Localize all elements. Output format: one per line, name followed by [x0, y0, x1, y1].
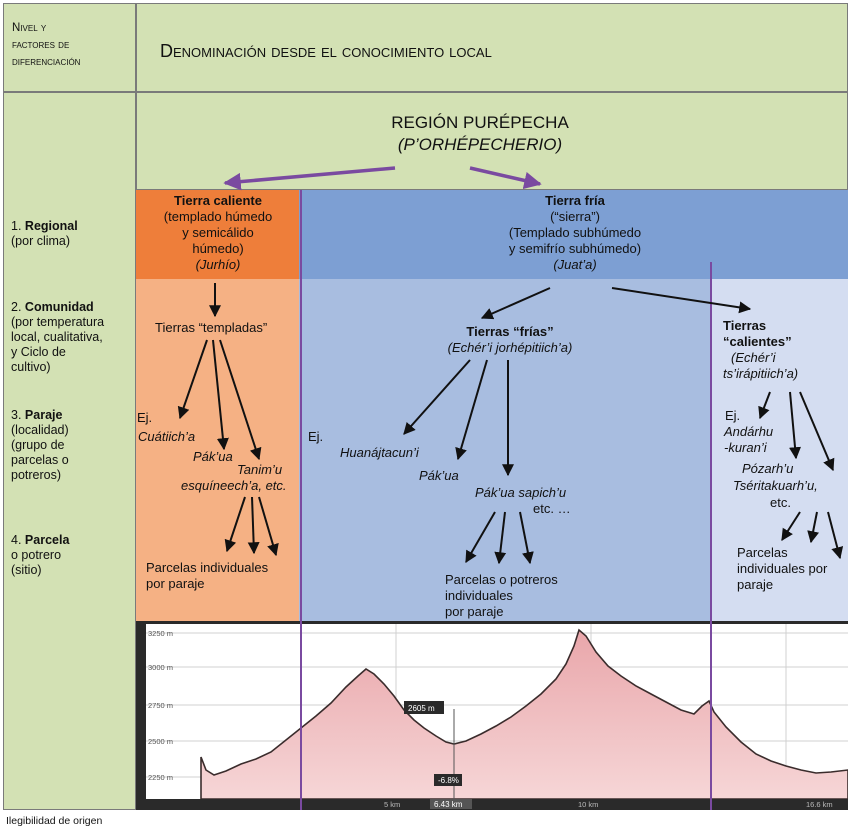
fria-parcelas: Parcelas o potreros individuales por par… — [445, 572, 558, 619]
fria-regional-text: Tierra fría (“sierra”) (Templado subhúme… — [508, 193, 642, 272]
caliente-paraje-1: Cuátiich’a — [138, 429, 196, 444]
y-tick-label: 3250 m — [148, 629, 173, 638]
y-tick-label: 2500 m — [148, 737, 173, 746]
caliente-parcelas: Parcelas individuales por paraje — [146, 560, 269, 591]
marker-km-box — [430, 799, 472, 809]
profile-y-axis: 3250 m 3000 m 2750 m 2500 m 2250 m — [148, 629, 173, 782]
level-4-label: 4. Parcela o potrero (sitio) — [11, 533, 70, 577]
marker-elev-box — [404, 701, 444, 714]
fria-paraje-2: Pák’ua — [419, 468, 459, 483]
denominacion-header-cell — [136, 3, 848, 92]
profile-x-axis: 5 km 10 km 16.6 km — [384, 800, 833, 809]
level-column — [3, 92, 136, 810]
calientes-parcelas: Parcelas individuales por paraje — [737, 545, 828, 592]
calientes-paraje-3: Tséritakuarh’u, — [733, 478, 818, 493]
calientes-paraje-etc: etc. — [770, 495, 791, 510]
calientes-paraje-1: Andárhu -kuran’i — [724, 424, 774, 455]
caliente-paraje-2: Pák’ua — [193, 449, 233, 464]
fria-paraje-etc: etc. … — [533, 501, 571, 516]
caliente-paraje-4: esquíneech’a, etc. — [181, 478, 287, 493]
marker-km-label: 6.43 km — [434, 800, 463, 809]
caliente-paraje-3: Tanim’u — [237, 462, 283, 477]
profile-area — [200, 628, 848, 800]
calientes-comunidad: Tierras “calientes” (Echér’i ts’irápitii… — [723, 318, 799, 381]
calientes-paraje-2: Pózarh’u — [742, 461, 794, 476]
fria-paraje-1: Huanájtacun’i — [340, 445, 419, 460]
caliente-ej: Ej. — [137, 410, 153, 425]
y-tick-label: 2750 m — [148, 701, 173, 710]
calientes-ej: Ej. — [725, 408, 741, 423]
level-3-label: 3. Paraje (localidad) (grupo de parcelas… — [11, 408, 69, 482]
y-tick-label: 2250 m — [148, 773, 173, 782]
x-tick-label: 16.6 km — [806, 800, 833, 809]
denominacion-header-text: Denominación desde el conocimiento local — [160, 41, 492, 61]
level-1-label: 1. Regional (por clima) — [11, 219, 78, 248]
caliente-regional-band — [136, 190, 299, 279]
caliente-regional-text: Tierra caliente (templado húmedo y semic… — [163, 193, 273, 272]
elevation-profile: 3250 m 3000 m 2750 m 2500 m 2250 m 5 km … — [146, 624, 848, 809]
marker-pct-box — [434, 774, 462, 786]
region-title: REGIÓN PURÉPECHA (P’ORHÉPECHERIO) — [391, 113, 569, 154]
fria-comunidad: Tierras “frías” (Echér’i jorhépitiich’a) — [447, 324, 573, 355]
y-tick-label: 3000 m — [148, 663, 173, 672]
fria-ej: Ej. — [308, 429, 324, 444]
footer-note: Ilegibilidad de origen — [6, 815, 103, 827]
x-tick-label: 5 km — [384, 800, 400, 809]
caliente-comunidad: Tierras “templadas” — [155, 320, 268, 335]
marker-elev-label: 2605 m — [408, 704, 435, 713]
fria-paraje-3: Pák’ua sapich’u — [475, 485, 567, 500]
fria-regional-band — [299, 190, 848, 279]
level-header-text: Nivel y factores de diferenciación — [12, 22, 81, 68]
profile-x-bar — [146, 799, 848, 809]
marker-pct-label: -6.8% — [438, 776, 459, 785]
level-2-label: 2. Comunidad (por temperatura local, cua… — [11, 300, 105, 374]
x-tick-label: 10 km — [578, 800, 598, 809]
level-header-cell — [3, 3, 136, 92]
